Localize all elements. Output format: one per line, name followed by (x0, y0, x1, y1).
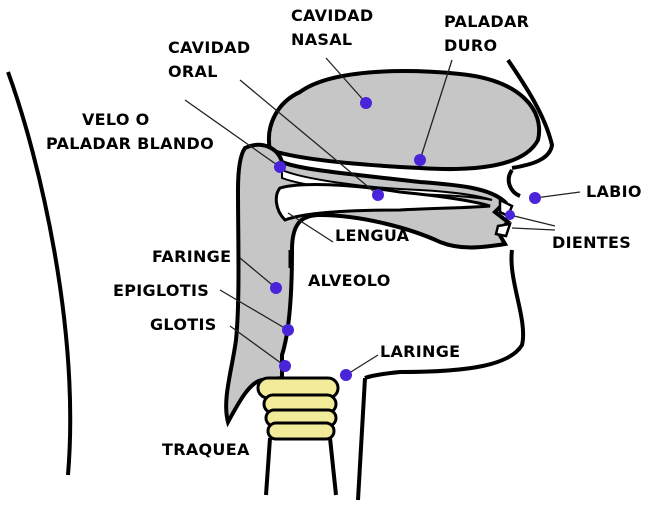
label-cavidad-oral-line1: CAVIDAD (168, 38, 251, 57)
nasal-cavity-shape (266, 69, 542, 172)
label-cavidad-oral-line2: ORAL (168, 62, 218, 81)
label-laringe: LARINGE (380, 342, 461, 361)
chin-neck-outline (364, 249, 526, 380)
label-paladar-duro-line1: PALADAR (444, 12, 530, 31)
label-velo-line1: VELO O (82, 110, 150, 129)
marker-cavidad-nasal (360, 97, 372, 109)
label-paladar-duro: PALADAR DURO (444, 10, 529, 58)
head-back-outline (6, 71, 73, 476)
marker-cavidad-oral (372, 189, 384, 201)
label-cavidad-nasal-line2: NASAL (291, 30, 353, 49)
marker-velo (274, 161, 286, 173)
label-alveolo: ALVEOLO (308, 271, 391, 290)
label-traquea: TRAQUEA (162, 440, 250, 459)
marker-labio (529, 192, 541, 204)
label-cavidad-oral: CAVIDAD ORAL (168, 36, 250, 84)
trachea-rings (256, 376, 340, 441)
label-paladar-duro-line2: DURO (444, 36, 498, 55)
oral-gap (274, 183, 491, 222)
label-velo: VELO O PALADAR BLANDO (46, 108, 214, 156)
label-lengua: LENGUA (335, 226, 410, 245)
marker-dientes (505, 210, 515, 220)
marker-glotis (279, 360, 291, 372)
lower-tooth (494, 222, 512, 238)
leader-lines (184, 57, 581, 376)
marker-paladar-duro (414, 154, 426, 166)
label-glotis: GLOTIS (150, 315, 217, 334)
trachea-tube (264, 437, 338, 496)
neck-front-outline (356, 377, 367, 501)
label-cavidad-nasal: CAVIDAD NASAL (291, 4, 373, 52)
marker-faringe (270, 282, 282, 294)
label-velo-line2: PALADAR BLANDO (46, 134, 215, 153)
label-labio: LABIO (586, 182, 642, 201)
upper-lip-outline (506, 168, 521, 198)
label-epiglotis: EPIGLOTIS (113, 281, 210, 300)
marker-laringe (340, 369, 352, 381)
marker-epiglotis (282, 324, 294, 336)
label-cavidad-nasal-line1: CAVIDAD (291, 6, 374, 25)
label-faringe: FARINGE (152, 247, 232, 266)
markers (270, 97, 541, 381)
label-dientes: DIENTES (552, 233, 632, 252)
nose-profile (506, 58, 555, 170)
